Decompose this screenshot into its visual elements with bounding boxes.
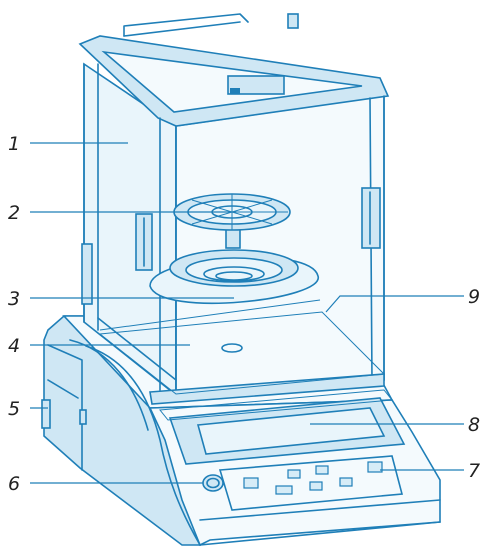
callout-2: 2 (8, 202, 20, 224)
callout-6: 6 (8, 473, 20, 495)
weighing-pan (173, 193, 291, 249)
display-panel (159, 389, 406, 465)
callout-7: 7 (468, 460, 480, 482)
power-button (202, 474, 224, 492)
callout-5: 5 (8, 398, 20, 420)
callout-8: 8 (468, 414, 480, 436)
callout-4: 4 (8, 335, 20, 357)
draft-shield (78, 13, 390, 405)
callout-1: 1 (8, 133, 20, 155)
callout-labels: 1 2 3 4 5 6 7 8 9 (8, 133, 480, 495)
leader-lines (30, 142, 464, 484)
keypad-panel (218, 455, 404, 511)
callout-3: 3 (8, 288, 20, 310)
callout-9: 9 (468, 286, 480, 308)
pan-bowl (149, 249, 319, 305)
chamber-floor (98, 311, 386, 395)
